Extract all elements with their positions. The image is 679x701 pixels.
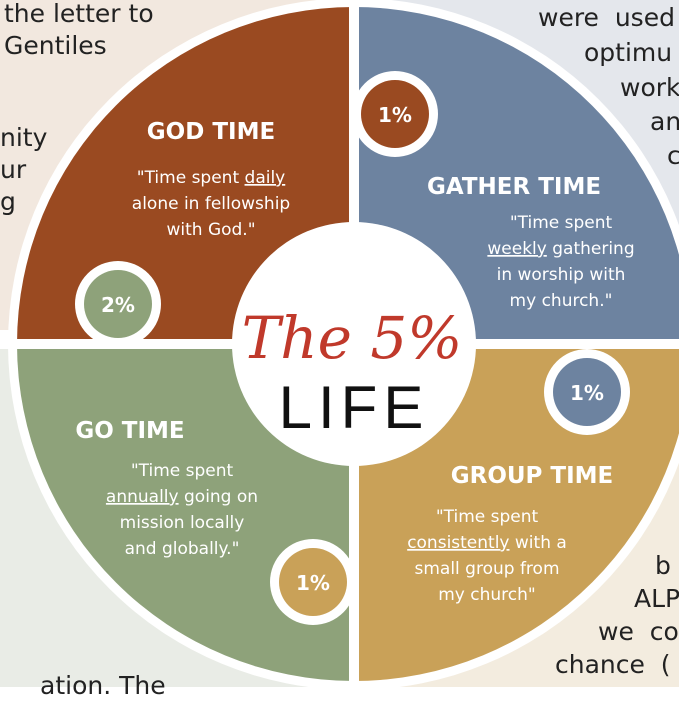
go-time-line4: and globally."	[125, 539, 240, 559]
gather-time-line2: weekly gathering	[487, 239, 634, 259]
logo-life-text: LIFE	[279, 374, 430, 441]
bg-text-tr-3: work	[620, 73, 679, 102]
bg-text-tr-1: were used	[538, 3, 675, 32]
gather-time-line1: "Time spent	[510, 213, 613, 233]
connector-god-gather: 1%	[352, 71, 438, 157]
go-time-line1: "Time spent	[131, 461, 234, 481]
god-time-title: GOD TIME	[147, 119, 275, 145]
connector-group-go: 1%	[270, 539, 356, 625]
bg-text-tr-5: c	[667, 141, 679, 170]
group-time-line1: "Time spent	[436, 507, 539, 527]
connector-gather-group: 1%	[544, 349, 630, 435]
god-time-line1: "Time spent daily	[137, 168, 286, 188]
go-time-title: GO TIME	[75, 418, 184, 444]
bg-text-tl-5: ur	[0, 155, 27, 184]
god-time-line3: with God."	[166, 220, 255, 240]
bg-text-br-1: b	[655, 551, 671, 580]
bg-text-tl-4: nity	[0, 123, 48, 152]
god-time-line2: alone in fellowship	[132, 194, 290, 214]
svg-text:1%: 1%	[296, 571, 330, 595]
group-time-line2: consistently with a	[407, 533, 567, 553]
group-time-line3: small group from	[414, 559, 559, 579]
bg-text-br-3: we co	[598, 617, 679, 646]
gather-time-line4: my church."	[510, 291, 613, 311]
gather-time-line3: in worship with	[497, 265, 626, 285]
bg-text-br-4: chance (	[555, 650, 671, 679]
go-time-line2: annually going on	[106, 487, 258, 507]
svg-text:2%: 2%	[101, 293, 135, 317]
logo-script-text: The 5%	[242, 304, 463, 372]
svg-text:1%: 1%	[378, 103, 412, 127]
center-logo-disc	[232, 222, 476, 466]
go-time-line3: mission locally	[120, 513, 245, 533]
bg-text-tl-1: the letter to	[4, 0, 154, 28]
gather-time-title: GATHER TIME	[427, 174, 601, 200]
bg-text-br-2: ALP	[634, 584, 679, 613]
connector-go-god: 2%	[75, 261, 161, 347]
svg-text:1%: 1%	[570, 381, 604, 405]
group-time-line4: my church"	[438, 585, 535, 605]
bg-text-tr-2: optimu	[584, 38, 673, 67]
bg-text-tl-6: g	[0, 187, 16, 216]
bg-text-tr-4: an	[650, 107, 679, 136]
group-time-title: GROUP TIME	[451, 463, 614, 489]
bg-text-tl-2: Gentiles	[4, 31, 107, 60]
